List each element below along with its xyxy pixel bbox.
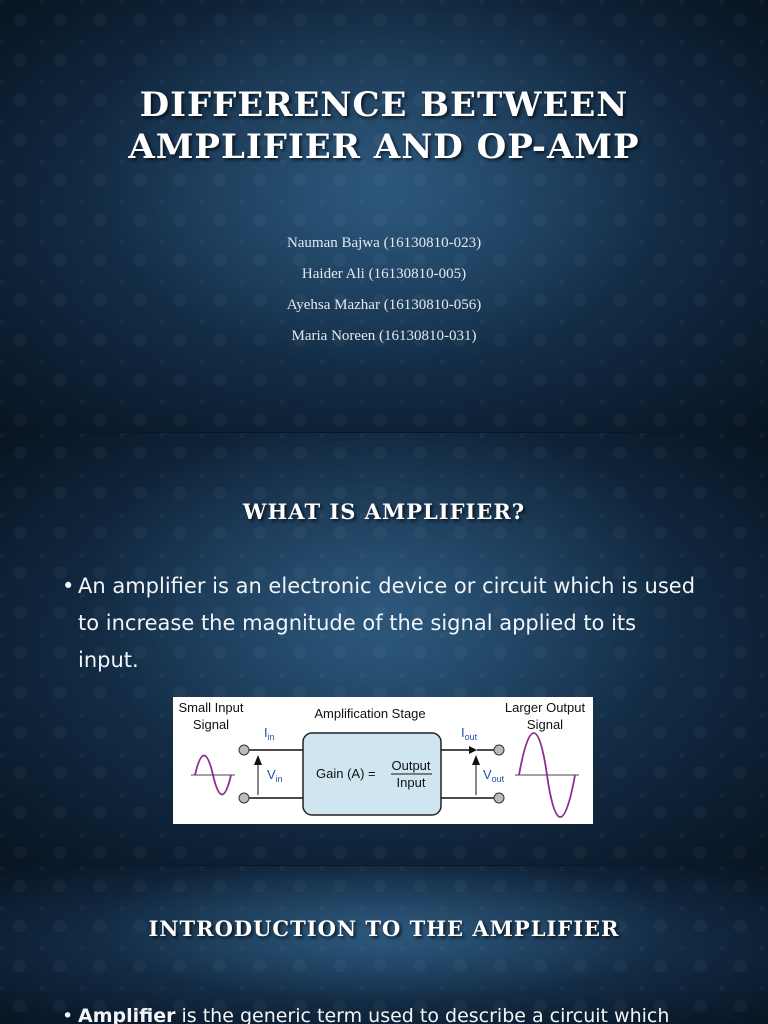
gain-formula-label: Gain (A) = — [316, 766, 376, 781]
author-item: Maria Noreen (16130810-031) — [291, 328, 477, 344]
bullet-rest-text: is the generic term used to describe a c… — [175, 1005, 670, 1024]
iout-arrow — [469, 746, 477, 754]
title-slide: DIFFERENCE BETWEEN AMPLIFIER AND OP-AMP … — [0, 0, 768, 432]
input-signal-label: Signal — [193, 717, 229, 732]
output-sine-wave — [518, 732, 576, 818]
author-item: Haider Ali (16130810-005) — [301, 266, 467, 282]
what-is-amplifier-slide: WHAT IS AMPLIFIER? • An amplifier is an … — [0, 433, 768, 865]
vout-label: Vout — [483, 767, 505, 784]
output-signal-label: Signal — [527, 717, 563, 732]
input-terminal-top — [238, 744, 250, 756]
output-terminal-top — [493, 744, 505, 756]
stage-label: Amplification Stage — [314, 706, 425, 721]
bullet-text: Amplifier is the generic term used to de… — [62, 998, 702, 1024]
iin-label: Iin — [264, 725, 275, 742]
bullet-bold-term: Amplifier — [78, 1005, 176, 1024]
fraction-numerator: Output — [391, 758, 430, 773]
introduction-slide: INTRODUCTION TO THE AMPLIFIER • Amplifie… — [0, 866, 768, 1024]
bullet-text: An amplifier is an electronic device or … — [78, 574, 696, 672]
bullet-point: • Amplifier is the generic term used to … — [62, 998, 702, 1024]
bullet-icon: • — [62, 574, 75, 598]
amplification-stage-box — [302, 732, 442, 816]
title-line-1: DIFFERENCE BETWEEN — [139, 85, 629, 125]
input-terminal-bottom — [238, 792, 250, 804]
vin-label: Vin — [267, 767, 283, 784]
slide-heading: WHAT IS AMPLIFIER? — [242, 499, 526, 524]
input-signal-label: Small Input — [178, 700, 243, 715]
amplifier-diagram: Small Input Signal Amplification Stage L… — [173, 697, 593, 824]
fraction-denominator: Input — [397, 775, 426, 790]
iout-label: Iout — [461, 725, 478, 742]
output-signal-label: Larger Output — [505, 700, 586, 715]
author-list: Nauman Bajwa (16130810-023) Haider Ali (… — [0, 230, 768, 354]
amplifier-block-diagram-svg: Small Input Signal Amplification Stage L… — [178, 700, 586, 818]
title-line-2: AMPLIFIER AND OP-AMP — [128, 127, 640, 167]
bullet-point: • An amplifier is an electronic device o… — [62, 568, 702, 679]
author-item: Nauman Bajwa (16130810-023) — [286, 235, 482, 251]
vin-arrow-head — [254, 755, 262, 765]
presentation-title: DIFFERENCE BETWEEN AMPLIFIER AND OP-AMP — [0, 84, 768, 168]
output-terminal-bottom — [493, 792, 505, 804]
author-item: Ayehsa Mazhar (16130810-056) — [286, 297, 482, 313]
vout-arrow-head — [472, 755, 480, 765]
slide-heading: INTRODUCTION TO THE AMPLIFIER — [148, 916, 620, 941]
bullet-icon: • — [62, 1005, 74, 1024]
